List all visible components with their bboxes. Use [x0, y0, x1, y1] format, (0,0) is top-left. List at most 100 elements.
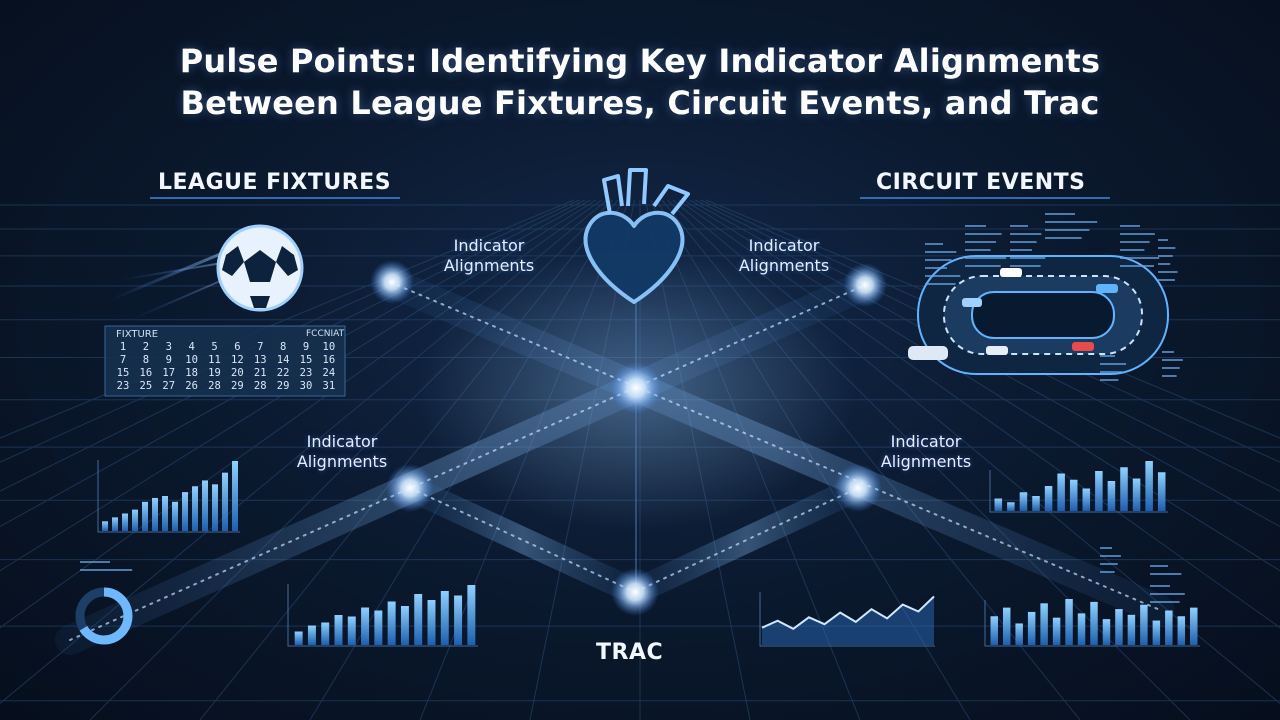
race-car-icon [962, 268, 1118, 355]
bar [1040, 603, 1048, 645]
node-bottom [611, 568, 659, 616]
bar [1015, 623, 1023, 645]
bar-chart-left [102, 461, 238, 531]
calendar-day: 1 [119, 341, 127, 353]
bar-chart-bottom-right [990, 599, 1198, 645]
calendar-day: 16 [139, 367, 153, 379]
title-line-2: Between League Fixtures, Circuit Events,… [180, 84, 1100, 122]
bar [1102, 619, 1111, 645]
bar [1077, 613, 1086, 645]
grid-line [678, 199, 1280, 629]
bar [142, 501, 148, 531]
bar [1177, 616, 1186, 645]
bar [1027, 611, 1036, 645]
grid-line [0, 199, 602, 629]
bar [1145, 461, 1153, 511]
calendar-day: 27 [162, 380, 176, 392]
calendar-label-right: FCCNIAT [306, 329, 345, 339]
calendar-day: 28 [208, 380, 221, 392]
calendar-day: 19 [208, 367, 221, 379]
bar [122, 513, 128, 531]
bar [152, 497, 158, 531]
calendar-day: 4 [188, 341, 195, 353]
bar [1132, 478, 1141, 511]
bar [172, 501, 178, 531]
bar [321, 622, 330, 645]
calendar-label-left: FIXTURE [116, 329, 159, 340]
bar [1057, 473, 1065, 511]
indicator-label-line1: Indicator [306, 432, 378, 451]
calendar-day: 8 [279, 341, 287, 353]
calendar-day: 22 [276, 367, 290, 379]
bar [467, 585, 476, 645]
calendar-day: 23 [116, 380, 130, 392]
indicator-label-top-right: Indicator Alignments [704, 236, 864, 276]
calendar-day: 26 [185, 380, 198, 392]
calendar-day: 20 [231, 367, 244, 379]
decorative-data-lines [80, 213, 1185, 603]
calendar-day: 15 [299, 354, 313, 366]
indicator-label-top-left: Indicator Alignments [409, 236, 569, 276]
section-trac: TRAC [596, 640, 664, 665]
node-top-left [370, 260, 414, 304]
indicator-label-line2: Alignments [738, 256, 830, 275]
calendar-day: 8 [142, 354, 150, 366]
grid-line [705, 199, 1280, 439]
calendar-day: 25 [139, 380, 153, 392]
bar [387, 601, 396, 645]
bar [112, 517, 118, 531]
calendar-day: 23 [299, 367, 313, 379]
indicator-label-line1: Indicator [453, 236, 525, 255]
bar [1002, 607, 1011, 645]
calendar-day: 2 [142, 341, 150, 353]
bar [232, 461, 238, 531]
section-league-fixtures: LEAGUE FIXTURES [158, 170, 392, 195]
bar [1190, 607, 1198, 645]
calendar-day: 11 [208, 354, 221, 366]
alignment-nodes [370, 260, 887, 616]
bar [1019, 492, 1028, 511]
bar [1052, 617, 1061, 645]
bar [1165, 610, 1173, 645]
indicator-label-line1: Indicator [748, 236, 820, 255]
bar [294, 631, 303, 645]
soccer-ball-icon [109, 224, 304, 321]
bar [1120, 467, 1128, 511]
bar [990, 616, 998, 645]
calendar-day: 31 [322, 380, 336, 392]
bar [1115, 609, 1123, 645]
calendar-day: 28 [253, 380, 267, 392]
bar [1090, 601, 1098, 645]
title-line-1: Pulse Points: Identifying Key Indicator … [179, 42, 1101, 80]
indicator-label-line2: Alignments [443, 256, 535, 275]
bar [1007, 502, 1015, 511]
indicator-label-line2: Alignments [880, 452, 972, 471]
calendar-day: 29 [276, 380, 290, 392]
bar [374, 610, 383, 645]
calendar-day: 7 [119, 354, 127, 366]
bar [347, 616, 356, 645]
bar [427, 600, 436, 645]
fixture-calendar [104, 325, 346, 397]
bar [202, 480, 208, 531]
calendar-day: 7 [257, 341, 264, 353]
bar [1044, 486, 1053, 511]
bar [222, 472, 228, 531]
bar [192, 486, 198, 531]
calendar-day: 14 [276, 354, 290, 366]
bar-chart-bottom-left [294, 585, 476, 645]
bar [132, 509, 138, 531]
calendar-day: 13 [253, 354, 267, 366]
grid-line [683, 199, 1280, 572]
calendar-day: 3 [165, 341, 172, 353]
calendar-day: 9 [165, 354, 172, 366]
bar [1157, 472, 1166, 511]
donut-gauge [75, 587, 133, 645]
bar [1082, 488, 1091, 511]
